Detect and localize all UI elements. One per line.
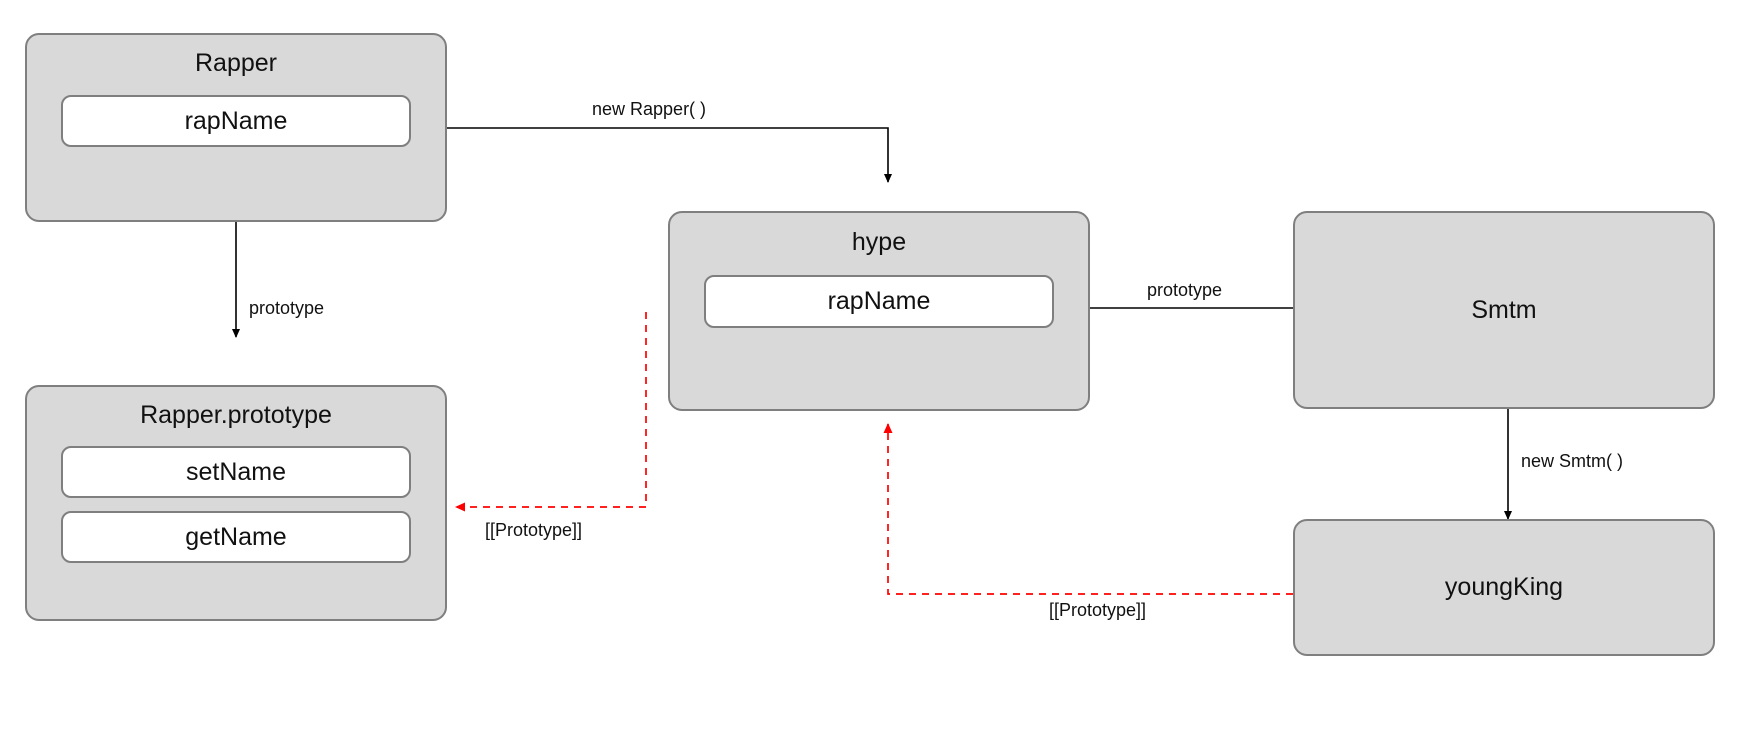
node-rapper-prototype[interactable]: Rapper.prototype setName getName — [25, 385, 447, 621]
edge-label-prototype-rapper: prototype — [249, 298, 325, 318]
node-title: Rapper.prototype — [140, 401, 332, 429]
node-property[interactable]: getName — [61, 511, 411, 563]
edge-rapper-to-hype — [398, 127, 892, 183]
edge-label-new-smtm: new Smtm( ) — [1521, 451, 1624, 471]
edge-hype-to-rapperprototype — [455, 312, 647, 512]
edge-label-new-rapper: new Rapper( ) — [592, 99, 707, 119]
edge-youngking-to-hype — [883, 423, 1293, 595]
node-property[interactable]: rapName — [704, 275, 1054, 328]
node-property[interactable]: rapName — [61, 95, 411, 147]
node-title: youngKing — [1444, 573, 1564, 601]
edge-label-prototype-internal-hype: [[Prototype]] — [485, 520, 583, 540]
edge-label-prototype-smtm: prototype — [1147, 280, 1223, 300]
node-title: hype — [851, 228, 907, 256]
node-smtm[interactable]: Smtm — [1293, 211, 1715, 409]
node-title: Smtm — [1471, 295, 1537, 324]
edge-label-prototype-internal-youngking: [[Prototype]] — [1049, 600, 1147, 620]
node-hype[interactable]: hype rapName — [668, 211, 1090, 411]
node-rapper[interactable]: Rapper rapName — [25, 33, 447, 222]
node-youngking[interactable]: youngKing — [1293, 519, 1715, 656]
node-property[interactable]: setName — [61, 446, 411, 498]
node-title: Rapper — [195, 49, 277, 77]
